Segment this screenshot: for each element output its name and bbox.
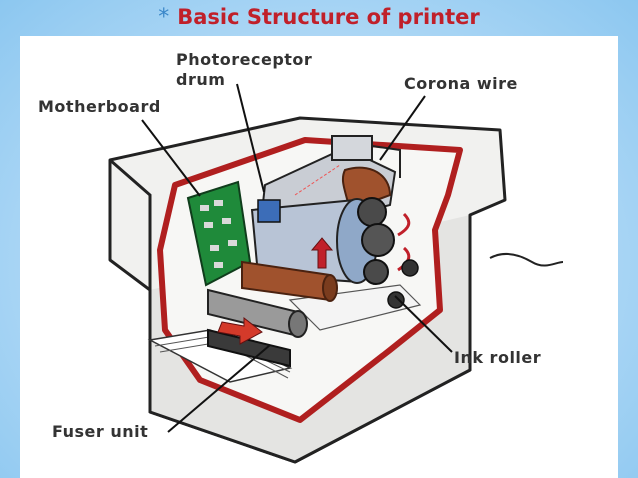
fuser-unit-label: Fuser unit (52, 422, 149, 441)
photoreceptor-label-line1: Photoreceptor (176, 50, 313, 69)
motherboard-label: Motherboard (38, 97, 161, 116)
photoreceptor-drum-part (250, 197, 411, 285)
ink-roller-label: Ink roller (454, 348, 542, 367)
photoreceptor-label-line2: drum (176, 70, 226, 89)
slide-title: Basic Structure of printer (177, 5, 480, 29)
motherboard-part (186, 180, 252, 287)
fuser-unit-part (207, 288, 308, 368)
photoreceptor-label: Photoreceptor drum (176, 50, 312, 90)
slide-title-bar: * Basic Structure of printer (0, 0, 638, 34)
corona-wire-label: Corona wire (404, 74, 518, 93)
title-bullet: * (158, 4, 170, 30)
ink-roller-part (241, 259, 419, 309)
leader-lines (141, 83, 453, 433)
